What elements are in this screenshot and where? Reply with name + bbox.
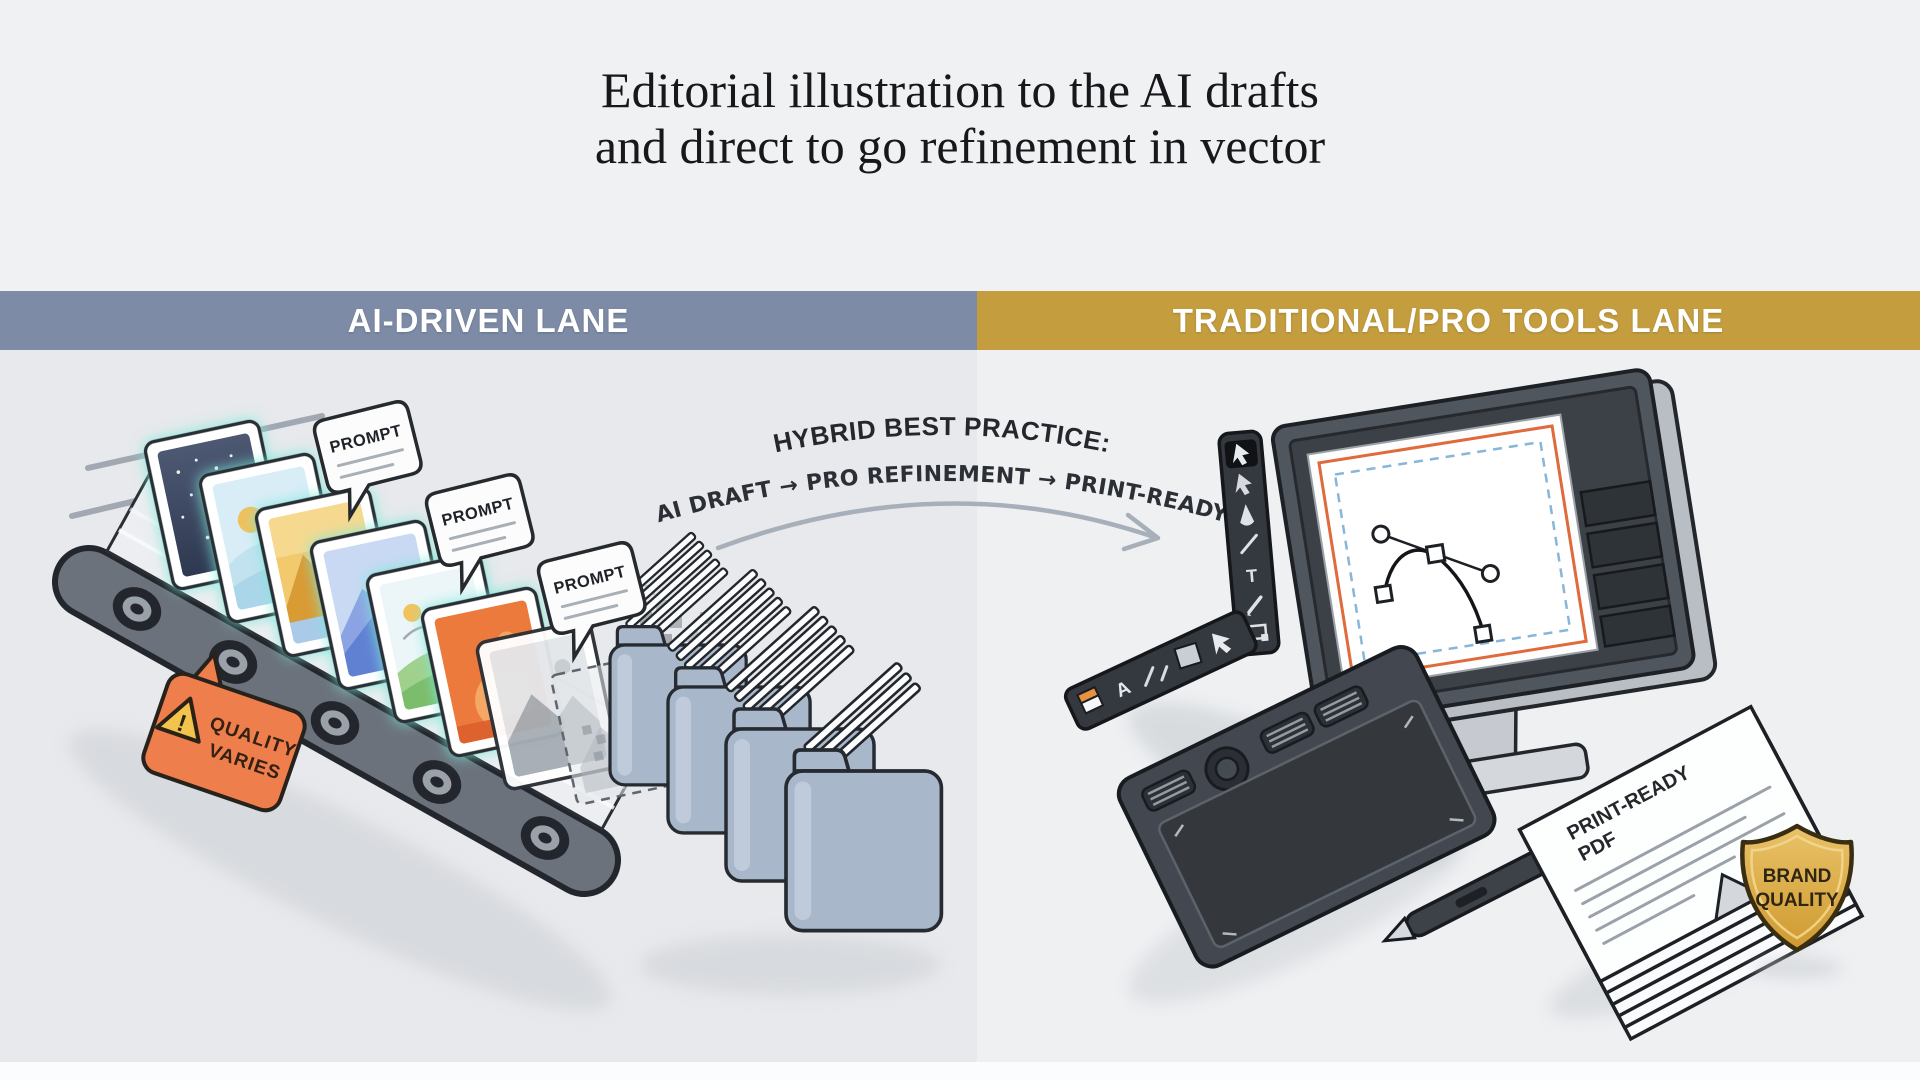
text-tool-icon: T (1246, 565, 1259, 586)
lane-header-ai-label: AI-DRIVEN LANE (347, 301, 630, 339)
hybrid-callout: HYBRID BEST PRACTICE: AI DRAFT → PRO REF… (653, 411, 1231, 552)
lane-header-pro: TRADITIONAL/PRO TOOLS LANE (977, 291, 1920, 350)
artboard-accent-border (1317, 424, 1588, 680)
folded-corner (1714, 872, 1767, 923)
folder (784, 662, 944, 933)
pen-tool-icon (1240, 504, 1255, 526)
drawing-tablet (1116, 645, 1497, 969)
mini-toolbar: A (1063, 610, 1258, 731)
guide-rect (1333, 440, 1572, 664)
anchor-point (1373, 583, 1395, 605)
direct-select-cursor-icon (1235, 473, 1252, 496)
title-line-2: and direct to go refinement in vector (594, 118, 1326, 174)
conveyor-shadow (69, 729, 940, 1011)
warning-triangle-icon (155, 696, 201, 744)
prompt-bubble-1: PROMPT (312, 400, 423, 523)
page-title: Editorial illustration to the AI drafts … (0, 62, 1920, 174)
tools-palette: T (1217, 429, 1281, 657)
hybrid-arc-arrow (715, 501, 1157, 551)
belt-rollers (112, 587, 570, 860)
color-swatch-icon (1076, 685, 1105, 715)
bottom-strip (0, 1062, 1920, 1080)
hybrid-flow: AI DRAFT → PRO REFINEMENT → PRINT-READY (653, 462, 1231, 528)
shield-line-1: BRAND (1763, 866, 1832, 887)
anchor-point (1472, 623, 1494, 645)
document-text-lines (1574, 785, 1786, 945)
bezier-curve (1371, 524, 1500, 645)
arrowhead-icon (1121, 512, 1161, 552)
lane-header-pro-label: TRADITIONAL/PRO TOOLS LANE (1172, 301, 1725, 339)
tablet-active-area (1158, 699, 1477, 949)
shield-line-2: QUALITY (1755, 890, 1839, 911)
handle-point (1480, 563, 1500, 583)
hybrid-heading: HYBRID BEST PRACTICE: (771, 411, 1113, 458)
svg-text:AI DRAFT → PRO REFINEMENT → PR: AI DRAFT → PRO REFINEMENT → PRINT-READY (653, 462, 1231, 528)
side-panel-slats (1579, 479, 1676, 648)
shape-swatch-icon (1173, 641, 1203, 670)
selection-cursor-icon (1232, 443, 1250, 466)
asset-folders (608, 531, 944, 933)
monitor (1270, 368, 1718, 807)
quality-varies-badge: ! QUALITY VARIES (141, 649, 307, 813)
anchor-point (1424, 542, 1447, 565)
svg-text:HYBRID BEST PRACTICE:: HYBRID BEST PRACTICE: (771, 411, 1114, 458)
illustration-scene: PROMPT PROMPT PROMPT ! QUALITY VARIES (52, 368, 1865, 1042)
line-tool-icon (1240, 533, 1258, 555)
prompt-bubble-3: PROMPT (536, 541, 647, 664)
handle-point (1371, 524, 1391, 544)
lane-header-ai: AI-DRIVEN LANE (0, 291, 977, 350)
brand-quality-shield: BRAND QUALITY (1740, 823, 1854, 978)
cursor-icon (1211, 633, 1232, 655)
prompt-bubble-2: PROMPT (424, 473, 535, 596)
pen-strokes-icon (1144, 665, 1169, 687)
pencil-tool-icon (1247, 595, 1263, 617)
title-line-1: Editorial illustration to the AI drafts (601, 62, 1319, 118)
active-area-corner-marks (1174, 715, 1464, 936)
